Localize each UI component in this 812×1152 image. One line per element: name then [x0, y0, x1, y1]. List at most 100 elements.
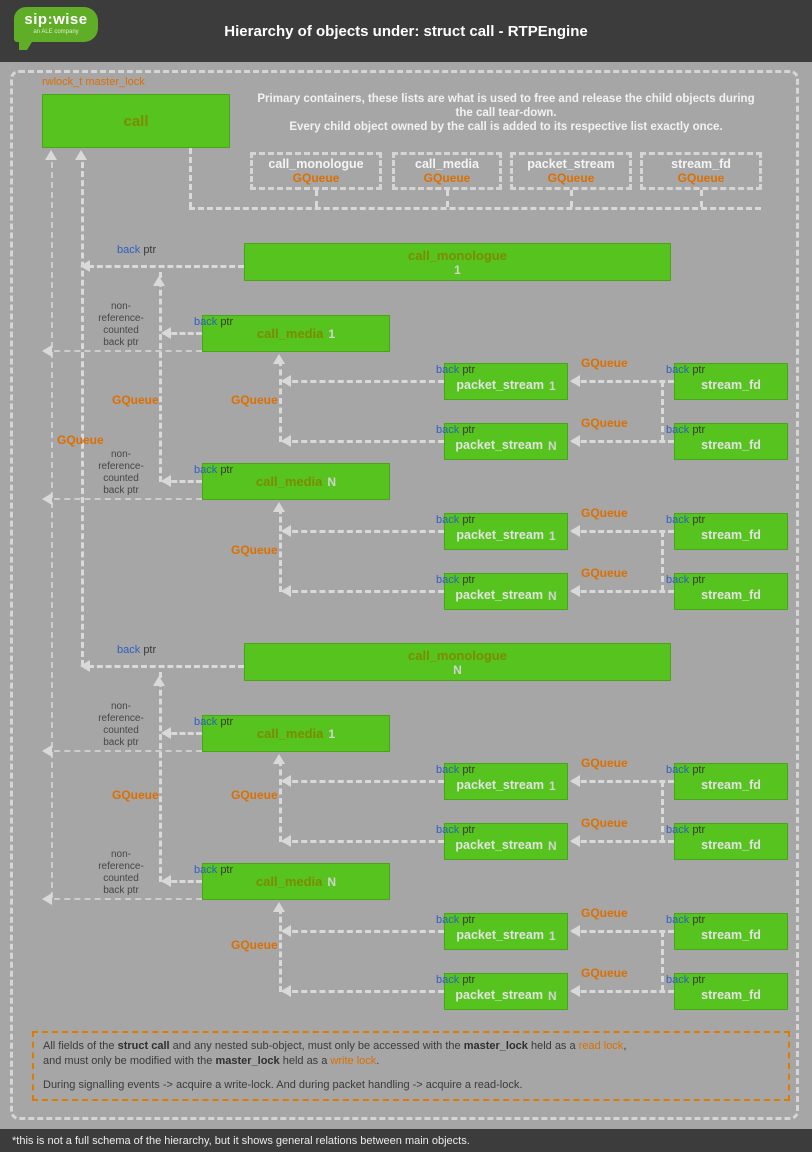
packet-stream-box: packet_stream 1 — [444, 913, 568, 950]
sipwise-logo: sip:wise an ALE company — [14, 7, 104, 57]
back-ptr-label: back ptr — [194, 716, 234, 728]
stream-fd-box: stream_fd — [674, 823, 788, 860]
arrow-left-icon — [570, 925, 580, 937]
arrow-left-icon — [570, 985, 580, 997]
arrow-up-icon — [45, 150, 57, 160]
connector-line — [661, 531, 664, 591]
arrow-left-icon — [42, 745, 52, 757]
call-media-box: call_media 1 — [202, 315, 390, 352]
box-number: N — [327, 874, 337, 889]
arrow-left-icon — [281, 985, 291, 997]
connector-line — [163, 732, 202, 735]
back-ptr-label: back ptr — [436, 824, 476, 836]
queue-title: call_monologue — [268, 157, 364, 171]
box-title: call_media — [256, 726, 324, 741]
queue-title: stream_fd — [671, 157, 731, 171]
locking-note-line-3: During signalling events -> acquire a wr… — [43, 1079, 523, 1091]
queue-container-call-monologue: call_monologue GQueue — [250, 152, 382, 190]
box-number: 1 — [548, 528, 556, 543]
connector-line — [283, 930, 444, 933]
stream-fd-box: stream_fd — [674, 913, 788, 950]
back-ptr-label: back ptr — [194, 316, 234, 328]
box-title: stream_fd — [701, 988, 761, 1002]
arrow-left-icon — [42, 493, 52, 505]
arrow-up-icon — [273, 354, 285, 364]
back-ptr-label: back ptr — [666, 364, 706, 376]
box-title: packet_stream — [456, 378, 544, 392]
connector-line — [283, 590, 444, 593]
box-title: packet_stream — [456, 778, 544, 792]
gqueue-label: GQueue — [581, 506, 628, 520]
box-title: stream_fd — [701, 778, 761, 792]
gqueue-label: GQueue — [292, 171, 340, 185]
locking-note: All fields of the struct call and any ne… — [32, 1031, 790, 1101]
box-number: N — [547, 438, 557, 453]
intro-line-1: Primary containers, these lists are what… — [257, 93, 755, 119]
arrow-left-icon — [281, 835, 291, 847]
call-box-label: call — [123, 112, 149, 130]
connector-line — [283, 780, 444, 783]
box-title: call_monologue — [408, 647, 507, 663]
connector-line — [88, 665, 244, 668]
stream-fd-box: stream_fd — [674, 423, 788, 460]
arrow-left-icon — [570, 585, 580, 597]
box-number: 1 — [548, 778, 556, 793]
gqueue-label: GQueue — [581, 756, 628, 770]
gqueue-label: GQueue — [231, 393, 278, 407]
connector-line — [661, 381, 664, 441]
connector-line — [159, 272, 162, 482]
call-monologue-n-box: call_monologue N — [244, 643, 671, 681]
arrow-left-icon — [42, 345, 52, 357]
connector-line — [283, 530, 444, 533]
connector-line — [661, 931, 664, 991]
stream-fd-box: stream_fd — [674, 573, 788, 610]
box-title: call_media — [255, 874, 323, 889]
box-title: packet_stream — [455, 588, 543, 602]
box-number: N — [327, 474, 337, 489]
arrow-left-icon — [80, 660, 90, 672]
page-title: Hierarchy of objects under: struct call … — [224, 22, 588, 40]
back-ptr-label: back ptr — [666, 824, 706, 836]
connector-line — [572, 590, 674, 593]
connector-line — [279, 908, 282, 992]
arrow-left-icon — [80, 260, 90, 272]
box-number: 1 — [454, 262, 461, 277]
arrow-up-icon — [75, 150, 87, 160]
packet-stream-box: packet_stream 1 — [444, 763, 568, 800]
call-monologue-1-box: call_monologue 1 — [244, 243, 671, 281]
logo-brand-text: sip:wise — [24, 11, 88, 28]
footer-bar: *this is not a full schema of the hierar… — [0, 1129, 812, 1152]
connector-line — [44, 498, 202, 500]
gqueue-label: GQueue — [112, 393, 159, 407]
arrow-left-icon — [161, 875, 171, 887]
arrow-left-icon — [281, 435, 291, 447]
box-title: packet_stream — [455, 838, 543, 852]
connector-line — [572, 840, 674, 843]
gqueue-label: GQueue — [581, 816, 628, 830]
master-lock-label: rwlock_t master_lock — [42, 76, 145, 88]
box-title: packet_stream — [456, 928, 544, 942]
gqueue-label: GQueue — [231, 938, 278, 952]
queue-title: call_media — [415, 157, 479, 171]
back-ptr-label: back ptr — [436, 424, 476, 436]
connector-line — [88, 265, 244, 268]
back-ptr-label: back ptr — [194, 464, 234, 476]
packet-stream-box: packet_stream N — [444, 823, 568, 860]
arrow-left-icon — [281, 585, 291, 597]
back-ptr-label: back ptr — [117, 244, 157, 256]
queue-container-stream-fd: stream_fd GQueue — [640, 152, 762, 190]
back-ptr-label: back ptr — [666, 574, 706, 586]
intro-line-2: Every child object owned by the call is … — [289, 121, 723, 133]
gqueue-label: GQueue — [547, 171, 595, 185]
intro-text: Primary containers, these lists are what… — [250, 92, 762, 134]
arrow-left-icon — [281, 375, 291, 387]
gqueue-label: GQueue — [581, 966, 628, 980]
connector-line — [572, 780, 674, 783]
box-number: 1 — [548, 928, 556, 943]
locking-note-line-1: All fields of the struct call and any ne… — [43, 1040, 627, 1052]
connector-line — [44, 898, 202, 900]
box-title: stream_fd — [701, 928, 761, 942]
